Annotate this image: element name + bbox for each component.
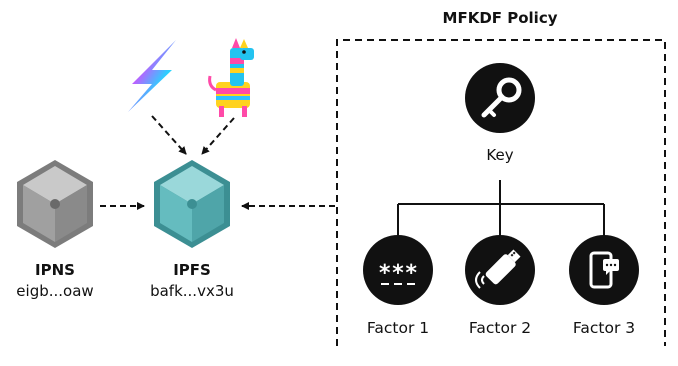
key-label: Key [486, 146, 514, 164]
usb-key-icon [465, 235, 535, 305]
key-factor-tree [397, 180, 605, 236]
llama-pinata-icon [208, 38, 254, 117]
lightning-bolt-icon [128, 40, 176, 112]
policy-title: MFKDF Policy [442, 9, 558, 27]
ipfs-hash: bafk...vx3u [150, 282, 234, 300]
phone-message-icon [569, 235, 639, 305]
ipfs-cube-icon [154, 160, 230, 248]
factor-1-label: Factor 1 [366, 319, 430, 337]
key-icon [465, 63, 535, 133]
password-icon: *** [363, 235, 433, 305]
ipns-hash: eigb...oaw [16, 282, 94, 300]
svg-text:***: *** [378, 261, 418, 286]
ipfs-title: IPFS [173, 261, 211, 279]
ipns-cube-icon [17, 160, 93, 248]
factor-2-label: Factor 2 [468, 319, 532, 337]
ipns-title: IPNS [35, 261, 75, 279]
factor-3-label: Factor 3 [572, 319, 636, 337]
arrow-bolt-to-ipfs [151, 115, 187, 155]
policy-box [336, 39, 666, 346]
arrow-llama-to-ipfs [201, 117, 235, 155]
